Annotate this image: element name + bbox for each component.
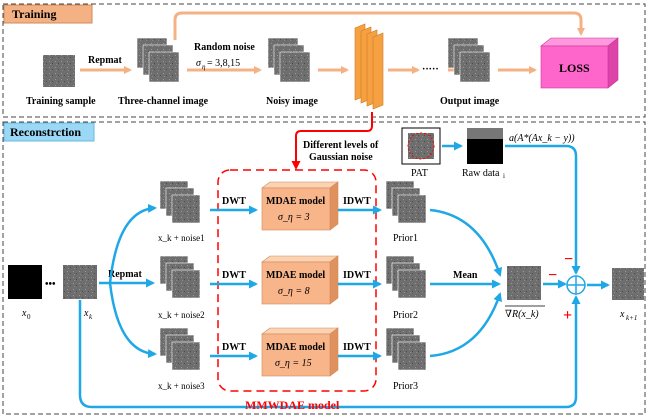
pat-label: PAT xyxy=(411,168,428,179)
dwt-label-3: DWT xyxy=(222,342,246,353)
arrow-prior1-to-mean xyxy=(429,208,503,277)
noise-levels-line2: Gaussian noise xyxy=(309,152,373,163)
training-label: Training xyxy=(12,7,56,21)
xk1-label: x xyxy=(619,309,625,320)
reconstruction-frame xyxy=(2,121,646,415)
repmat-label-recon: Repmat xyxy=(108,269,143,280)
idwt-label-3: IDWT xyxy=(343,342,371,353)
raw-data-sub: i xyxy=(503,172,505,180)
xk1-image xyxy=(612,268,644,300)
x0-label: x xyxy=(21,308,27,319)
model-title-3: MDAE model xyxy=(266,342,325,353)
noisy-image-stack xyxy=(267,37,311,83)
pat-ring xyxy=(407,132,435,160)
plus-bottom: + xyxy=(563,307,572,324)
model-title-2: MDAE model xyxy=(266,270,325,281)
raw-data-label: Raw data xyxy=(462,168,500,179)
minus-top: − xyxy=(564,251,573,268)
noise-level-arrow xyxy=(291,112,373,170)
raw-data-header xyxy=(467,128,503,139)
branch-1: DWT MDAE model σ_η = 3 IDWT xyxy=(210,181,382,231)
mdae-model-1 xyxy=(261,187,331,231)
prior2-stack xyxy=(385,255,427,299)
recon-dots: ••• xyxy=(45,279,56,290)
model-title-1: MDAE model xyxy=(266,196,325,207)
feedback-arrow xyxy=(173,11,585,40)
arrow-xk-to-noise1 xyxy=(108,203,157,284)
noise1-stack xyxy=(159,180,201,224)
reconstruction-label-box xyxy=(3,122,95,142)
model-sigma-3: σ_η = 15 xyxy=(275,358,312,369)
mdae-model-3 xyxy=(261,333,331,377)
training-frame xyxy=(2,3,646,118)
network-layer-stack xyxy=(354,23,384,110)
prior1-label: Prior1 xyxy=(393,233,418,244)
idwt-label-1: IDWT xyxy=(343,196,371,207)
x0-image xyxy=(8,265,42,299)
sigma-symbol: σ xyxy=(196,58,202,69)
gradient-formula: a(A*(Ax_k − y)) xyxy=(509,133,575,144)
mmwdae-label: MMWDAE model xyxy=(245,398,340,412)
noise3-label: x_k + noise3 xyxy=(158,381,205,391)
output-image-stack xyxy=(447,37,491,83)
model-sigma-1: σ_η = 3 xyxy=(278,212,310,223)
model-sigma-2: σ_η = 8 xyxy=(278,286,310,297)
reconstruction-label: Reconstrction xyxy=(10,125,81,139)
branch-2: DWT MDAE model σ_η = 8 IDWT xyxy=(210,255,382,305)
mean-label: Mean xyxy=(453,270,478,281)
xk-label: x xyxy=(83,308,89,319)
arrow-xk-to-noise3 xyxy=(108,282,157,359)
prior3-stack xyxy=(385,327,427,371)
xk-image xyxy=(63,265,97,299)
sigma-subscript: η xyxy=(202,63,206,71)
mdae-model-2 xyxy=(261,261,331,305)
noise1-label: x_k + noise1 xyxy=(158,233,205,243)
noisy-image-label: Noisy image xyxy=(266,96,319,107)
xk-sub: k xyxy=(89,313,93,321)
training-label-box xyxy=(3,4,93,24)
training-sample-label: Training sample xyxy=(26,96,96,107)
prior2-label: Prior2 xyxy=(393,310,418,321)
branch-3: DWT MDAE model σ_η = 15 IDWT xyxy=(210,327,382,377)
three-channel-stack xyxy=(136,37,180,83)
arrow-prior3-to-mean xyxy=(429,292,502,358)
noise-levels-line1: Different levels of xyxy=(303,140,379,151)
xk1-sub: k+1 xyxy=(626,314,637,322)
x0-sub: 0 xyxy=(27,313,31,321)
dwt-label-2: DWT xyxy=(222,270,246,281)
pat-image xyxy=(408,133,434,159)
prior3-label: Prior3 xyxy=(393,381,418,392)
output-image-label: Output image xyxy=(440,96,500,107)
three-channel-label: Three-channel image xyxy=(118,96,209,107)
arrow-xk-to-sum xyxy=(78,295,581,409)
training-sample-image xyxy=(43,55,75,87)
loss-box xyxy=(540,37,619,89)
noise2-label: x_k + noise2 xyxy=(158,310,205,320)
grad-r-label: ∇R(x_k) xyxy=(505,309,539,320)
minus-left: − xyxy=(548,267,557,284)
random-noise-label: Random noise xyxy=(194,42,255,53)
loss-label: LOSS xyxy=(559,61,590,75)
idwt-label-2: IDWT xyxy=(343,270,371,281)
noise3-stack xyxy=(159,327,201,371)
dwt-label-1: DWT xyxy=(222,196,246,207)
grad-r-image xyxy=(507,266,541,300)
training-dots: ····· xyxy=(422,64,439,75)
prior1-stack xyxy=(385,180,427,224)
repmat-label-train: Repmat xyxy=(88,55,123,66)
noise2-stack xyxy=(159,255,201,299)
arrow-formula-to-sum xyxy=(565,144,581,275)
sigma-list: = 3,8,15 xyxy=(207,58,240,69)
